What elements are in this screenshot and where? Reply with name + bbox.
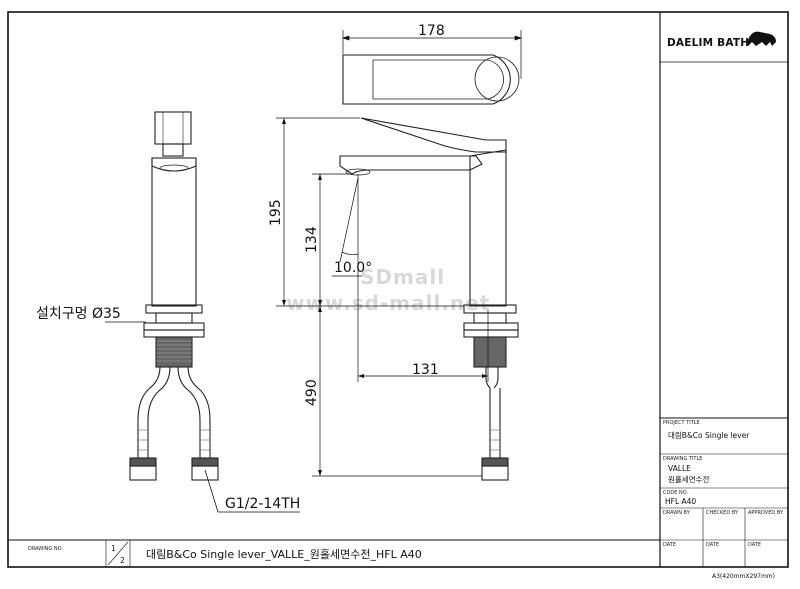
- side-body: [151, 157, 197, 307]
- front-thread-rod: [473, 336, 507, 368]
- front-view: [339, 117, 519, 481]
- checked-by-label: CHECKED BY: [706, 510, 739, 516]
- logo: DAELIM BATH: [667, 31, 776, 49]
- code-value: HFL A40: [665, 497, 696, 506]
- title-block: [659, 12, 788, 567]
- top-outline: [342, 54, 511, 105]
- dim-width: [341, 30, 523, 79]
- date-label-1: DATE: [663, 542, 676, 548]
- watermark-line2: www.sd-mall.net: [286, 291, 490, 315]
- logo-text: DAELIM BATH: [667, 37, 749, 49]
- front-dimensions: [276, 117, 489, 477]
- side-hose-left: [137, 366, 161, 458]
- bear-logo-icon: [748, 31, 776, 46]
- drawing-name: 대림B&Co Single lever_VALLE_원홀세면수전_HFL A40: [146, 548, 422, 561]
- project-title: 대림B&Co Single lever: [668, 431, 750, 440]
- dim-hose-label: 490: [304, 379, 320, 406]
- side-handle: [154, 111, 192, 145]
- side-hose-right: [177, 366, 201, 458]
- drawing-title-label: DRAWING TITLE: [663, 456, 702, 462]
- date-label-3: DATE: [748, 542, 761, 548]
- side-thread-rod: [155, 336, 193, 368]
- drawing-title-1: VALLE: [668, 464, 691, 473]
- hole-label: 설치구멍 Ø35: [36, 306, 121, 322]
- drawing-title-2: 원홀세면수전: [668, 474, 709, 484]
- top-handle-circle: [474, 56, 520, 102]
- dim-reach-label: 131: [412, 362, 439, 378]
- front-lever: [360, 117, 507, 153]
- watermark-line1: SDmall: [360, 265, 445, 289]
- front-nut: [481, 457, 509, 467]
- dim-height-total-label: 195: [268, 199, 284, 226]
- dim-angle-label: 10.0°: [334, 260, 372, 276]
- front-spout: [339, 155, 483, 175]
- project-title-label: PROJECT TITLE: [663, 420, 700, 426]
- side-nut-left: [129, 457, 157, 467]
- side-view: [129, 111, 219, 481]
- sheet-border: [7, 11, 789, 568]
- front-body: [469, 149, 507, 307]
- approved-by-label: APPROVED BY: [748, 510, 784, 516]
- sheet-total: 2: [120, 556, 125, 565]
- date-label-2: DATE: [706, 542, 719, 548]
- thread-leader: [204, 469, 300, 513]
- watermark: SDmall www.sd-mall.net: [286, 265, 490, 315]
- side-nut-right: [191, 457, 219, 467]
- drawing-no-label: DRAWING NO.: [28, 546, 63, 552]
- top-view: [342, 54, 520, 105]
- paper-size: A3(420mmX297mm): [712, 573, 775, 580]
- drawn-by-label: DRAWN BY: [663, 510, 691, 516]
- bottom-bar: [8, 539, 660, 567]
- dim-width-label: 178: [418, 23, 445, 39]
- sheet-number: 1: [111, 544, 116, 553]
- thread-label: G1/2-14TH: [225, 496, 300, 512]
- dim-height-spout-label: 134: [304, 226, 320, 253]
- code-label: CODE NO.: [663, 490, 688, 496]
